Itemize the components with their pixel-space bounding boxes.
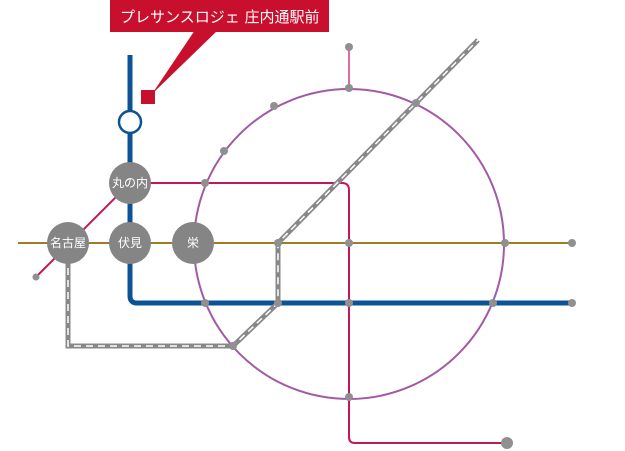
station-nagoya[interactable]: 名古屋 <box>47 222 89 264</box>
crimson-line <box>35 182 508 444</box>
callout-text: プレサンスロジェ 庄内通駅前 <box>120 7 320 26</box>
node <box>345 299 353 307</box>
blue-line <box>127 55 573 306</box>
node <box>220 147 228 155</box>
node <box>568 239 576 247</box>
node <box>274 299 282 307</box>
station-label: 丸の内 <box>112 176 148 190</box>
rail-line <box>65 38 480 349</box>
node <box>501 437 513 449</box>
node <box>489 299 497 307</box>
node <box>274 239 282 247</box>
station-label: 栄 <box>187 236 199 250</box>
hollow-circle-icon <box>117 109 143 135</box>
node <box>412 99 420 107</box>
intermediate-nodes <box>32 43 576 449</box>
callout-pointer <box>152 30 218 94</box>
node <box>568 299 576 307</box>
station-marunouchi[interactable]: 丸の内 <box>109 162 151 204</box>
station-fushimi[interactable]: 伏見 <box>109 222 151 264</box>
node <box>201 179 209 187</box>
node <box>345 239 353 247</box>
red-square-icon <box>141 90 155 104</box>
node <box>229 342 237 350</box>
node <box>345 393 353 401</box>
node <box>201 299 209 307</box>
node <box>270 102 278 110</box>
station-sakae[interactable]: 栄 <box>172 222 214 264</box>
node <box>345 84 353 92</box>
node <box>32 273 40 281</box>
station-label: 伏見 <box>118 236 142 250</box>
node <box>345 43 353 51</box>
station-label: 名古屋 <box>50 235 86 250</box>
property-callout: プレサンスロジェ 庄内通駅前 <box>110 0 330 32</box>
node <box>501 239 509 247</box>
